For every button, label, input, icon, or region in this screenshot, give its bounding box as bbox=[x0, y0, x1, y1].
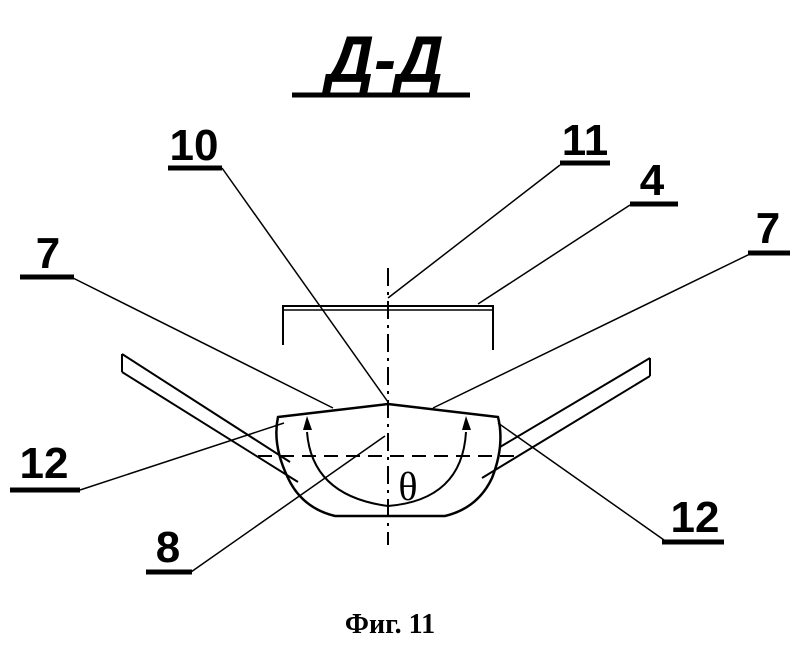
label-11: 11 bbox=[560, 116, 610, 166]
label-10-text: 10 bbox=[170, 121, 219, 170]
label-7-left-text: 7 bbox=[36, 229, 60, 278]
label-8-text: 8 bbox=[156, 523, 180, 572]
leader-12-left bbox=[79, 422, 285, 491]
label-10: 10 bbox=[168, 121, 222, 171]
leader-12-right bbox=[497, 422, 665, 541]
angle-symbol: θ bbox=[398, 464, 417, 509]
label-4-text: 4 bbox=[640, 156, 665, 205]
angle-arrow-left bbox=[303, 416, 312, 430]
label-7-right: 7 bbox=[748, 204, 790, 256]
angle-arc bbox=[306, 431, 467, 508]
angle-arrow-right bbox=[462, 416, 471, 430]
leader-10 bbox=[221, 167, 389, 403]
label-8: 8 bbox=[146, 523, 192, 575]
leader-11 bbox=[387, 164, 561, 299]
label-4: 4 bbox=[630, 156, 678, 207]
section-title: Д-Д bbox=[321, 22, 443, 96]
leader-8 bbox=[190, 435, 386, 573]
leader-7-right bbox=[432, 253, 751, 409]
leader-4 bbox=[477, 204, 631, 305]
right-wing-band bbox=[481, 357, 651, 479]
left-wing-band bbox=[121, 353, 299, 483]
cup-body bbox=[275, 402, 502, 518]
label-12-left-text: 12 bbox=[20, 439, 69, 488]
label-12-right: 12 bbox=[662, 493, 724, 545]
part-4-bracket bbox=[282, 305, 494, 350]
label-12-right-text: 12 bbox=[671, 493, 720, 542]
label-12-left: 12 bbox=[10, 439, 80, 493]
label-7-left: 7 bbox=[20, 229, 74, 280]
figure-caption: Фиг. 11 bbox=[345, 609, 435, 640]
leader-7-left bbox=[72, 277, 334, 409]
label-11-text: 11 bbox=[562, 116, 609, 165]
label-7-right-text: 7 bbox=[756, 204, 780, 253]
